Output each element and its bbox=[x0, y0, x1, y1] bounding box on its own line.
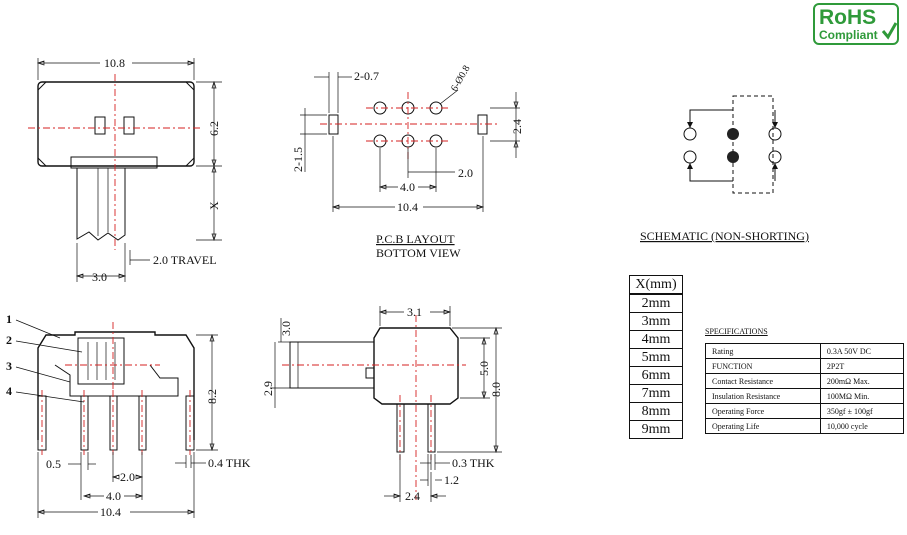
travel-dim: 2.0 TRAVEL bbox=[153, 253, 217, 267]
pcb-total-width: 10.4 bbox=[397, 200, 418, 214]
x-table-row: 5mm bbox=[629, 348, 683, 367]
spec-value: 2P2T bbox=[819, 358, 905, 374]
side-view: 3.1 3.0 2.9 5.0 8.0 0.3 THK 1.2 2.4 bbox=[261, 305, 503, 503]
rohs-logo-subtext: Compliant bbox=[819, 28, 878, 42]
schematic-title: SCHEMATIC (NON-SHORTING) bbox=[640, 229, 809, 243]
part-2-label: 2 bbox=[6, 333, 12, 347]
spec-label: Insulation Resistance bbox=[705, 388, 821, 404]
pcb-layout-subtitle: BOTTOM VIEW bbox=[376, 246, 461, 260]
x-table-row: 9mm bbox=[629, 420, 683, 439]
slot-dim: 2-0.7 bbox=[354, 69, 379, 83]
front-total-width: 10.4 bbox=[100, 505, 121, 519]
rohs-logo: RoHS Compliant bbox=[813, 3, 899, 45]
front-pitch-dim: 2.0 bbox=[120, 470, 135, 484]
side-act-height: 3.0 bbox=[279, 321, 293, 336]
spec-label: Contact Resistance bbox=[705, 373, 821, 389]
rohs-logo-text: RoHS bbox=[819, 6, 876, 29]
top-height-dim: 6.2 bbox=[207, 121, 221, 136]
x-table-row: 7mm bbox=[629, 384, 683, 403]
x-table-row: 4mm bbox=[629, 330, 683, 349]
x-table-row: 6mm bbox=[629, 366, 683, 385]
pitch-dim: 2.0 bbox=[458, 166, 473, 180]
x-table-row: 3mm bbox=[629, 312, 683, 331]
pin-offset-dim: 0.5 bbox=[46, 457, 61, 471]
side-body-height: 5.0 bbox=[477, 361, 491, 376]
hole-dim: 6-Ø0.8 bbox=[449, 64, 473, 94]
spec-label: Rating bbox=[705, 343, 821, 359]
front-view: 1 2 3 4 8.2 0.5 2.0 4.0 10.4 0.4 T bbox=[6, 312, 251, 519]
x-dimension-table: X(mm) 2mm 3mm 4mm 5mm 6mm 7mm 8mm 9mm bbox=[629, 275, 683, 439]
side-top-width: 3.1 bbox=[407, 305, 422, 319]
schematic-view: SCHEMATIC (NON-SHORTING) bbox=[640, 95, 809, 243]
side-pin-span: 2.4 bbox=[405, 489, 420, 503]
side-thickness-dim: 0.3 THK bbox=[452, 456, 495, 470]
spec-label: FUNCTION bbox=[705, 358, 821, 374]
side-pin-dim: 1.2 bbox=[444, 473, 459, 487]
row-pitch-dim: 2.4 bbox=[510, 119, 524, 134]
col-span-dim: 4.0 bbox=[400, 180, 415, 194]
spec-label: Operating Life bbox=[705, 418, 821, 434]
part-1-label: 1 bbox=[6, 312, 12, 326]
front-span-dim: 4.0 bbox=[106, 489, 121, 503]
front-height-dim: 8.2 bbox=[205, 389, 219, 404]
x-table-row: 2mm bbox=[629, 293, 683, 313]
pcb-layout-title: P.C.B LAYOUT bbox=[376, 232, 455, 246]
x-dim: X bbox=[207, 201, 221, 210]
spec-label: Operating Force bbox=[705, 403, 821, 419]
spec-value: 350gf ± 100gf bbox=[819, 403, 905, 419]
front-thickness-dim: 0.4 THK bbox=[208, 456, 251, 470]
specifications-title: SPECIFICATIONS bbox=[705, 327, 768, 336]
actuator-dim: 3.0 bbox=[92, 270, 107, 284]
top-view: 10.8 6.2 X 3.0 2.0 TRAVEL bbox=[28, 56, 222, 284]
side-act-dim: 2.9 bbox=[261, 381, 275, 396]
spec-value: 100MΩ Min. bbox=[819, 388, 905, 404]
pcb-layout-view: 2-0.7 6-Ø0.8 2-1.5 2.4 4.0 2.0 10.4 P.C.… bbox=[291, 64, 524, 260]
top-width-dim: 10.8 bbox=[104, 56, 125, 70]
spec-value: 200mΩ Max. bbox=[819, 373, 905, 389]
part-3-label: 3 bbox=[6, 359, 12, 373]
x-table-header: X(mm) bbox=[629, 275, 683, 295]
side-total-height: 8.0 bbox=[489, 382, 503, 397]
spec-value: 10,000 cycle bbox=[819, 418, 905, 434]
spec-value: 0.3A 50V DC bbox=[819, 343, 905, 359]
part-4-label: 4 bbox=[6, 384, 12, 398]
slot-height-dim: 2-1.5 bbox=[291, 147, 305, 172]
x-table-row: 8mm bbox=[629, 402, 683, 421]
